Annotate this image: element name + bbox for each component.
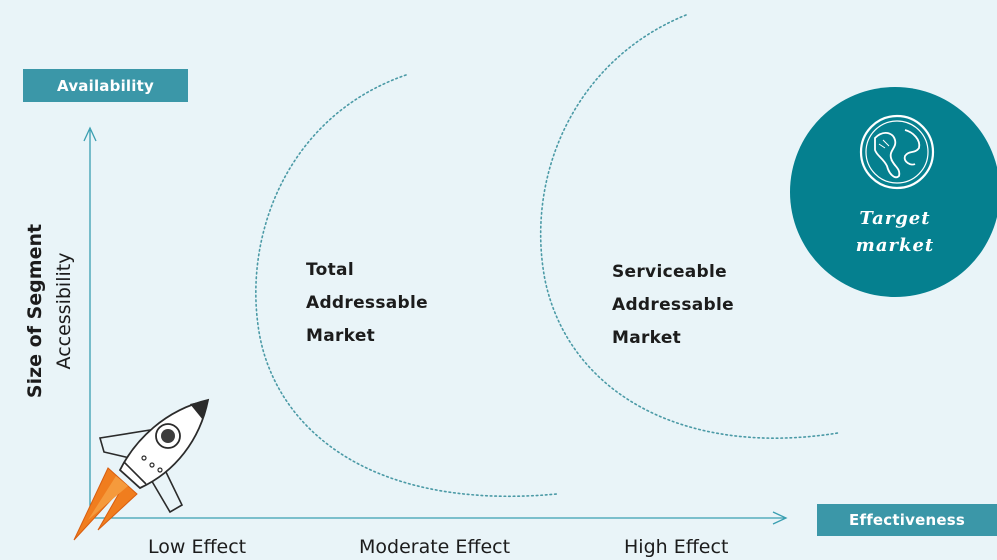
- serviceable-market-line-2: Addressable: [612, 295, 734, 315]
- rocket-icon: [73, 398, 210, 541]
- total-market-arc: [255, 74, 558, 498]
- x-tick-moderate-effect: Moderate Effect: [359, 536, 511, 558]
- target-market-label: Target market: [820, 205, 970, 259]
- effectiveness-tag: Effectiveness: [817, 504, 997, 536]
- y-axis-label-primary: Size of Segment: [24, 223, 46, 399]
- serviceable-market-line-1: Serviceable: [612, 262, 727, 282]
- availability-tag: Availability: [23, 69, 188, 102]
- globe-icon: [855, 110, 940, 195]
- x-tick-low-effect: Low Effect: [148, 536, 247, 558]
- target-market-circle: [790, 87, 997, 297]
- total-market-line-3: Market: [306, 326, 376, 346]
- y-axis-arrowhead: [83, 126, 97, 142]
- y-axis-label-secondary: Accessibility: [53, 252, 75, 370]
- x-tick-high-effect: High Effect: [624, 536, 729, 558]
- x-axis-arrowhead: [772, 511, 788, 525]
- total-market-line-2: Addressable: [306, 293, 428, 313]
- total-addressable-market-label: Total Addressable Market: [306, 254, 428, 353]
- serviceable-addressable-market-label: Serviceable Addressable Market: [612, 256, 734, 355]
- serviceable-market-line-3: Market: [612, 328, 682, 348]
- target-market-line-2: market: [855, 235, 935, 256]
- total-market-line-1: Total: [306, 260, 354, 280]
- serviceable-market-arc: [539, 14, 839, 439]
- target-market-line-1: Target: [859, 208, 931, 229]
